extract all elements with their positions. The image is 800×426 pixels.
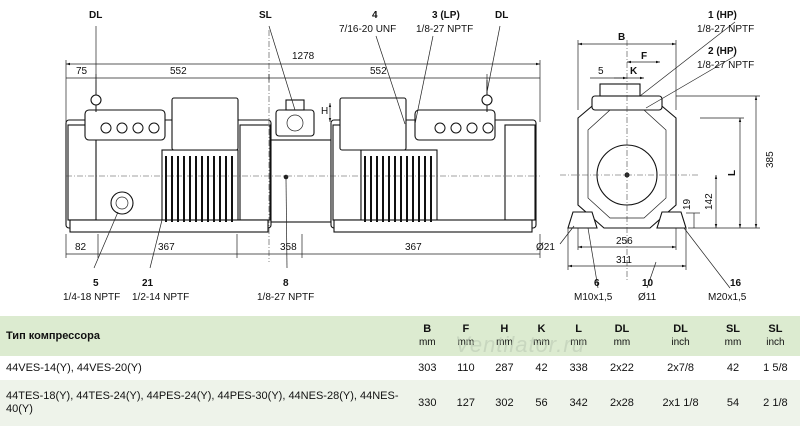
front-view <box>65 30 540 262</box>
table-cell: 2x28 <box>610 396 634 409</box>
callout-5-spec: 1/4-18 NPTF <box>63 292 120 303</box>
callout-4-number: 4 <box>372 10 378 21</box>
dim-367-right: 367 <box>405 242 422 253</box>
dim-367-left: 367 <box>158 242 175 253</box>
table-cell: 342 <box>569 396 588 409</box>
callout-4-spec: 7/16-20 UNF <box>339 24 396 35</box>
head-bolt <box>132 122 144 134</box>
head-bolt <box>466 122 478 134</box>
callout-2-spec: 1/8-27 NPTF <box>697 60 754 71</box>
callout-2-number: 2 (HP) <box>708 46 737 57</box>
head-bolt <box>148 122 160 134</box>
dim-l: L <box>727 170 738 176</box>
callout-10-spec: Ø11 <box>638 292 657 303</box>
table-cell: 42 <box>726 361 740 374</box>
dim-1278: 1278 <box>292 51 315 62</box>
dim-552-right: 552 <box>370 66 387 77</box>
callout-8-spec: 1/8-27 NPTF <box>257 292 314 303</box>
callout-16-number: 16 <box>730 278 742 289</box>
table-cell: 2x1 1/8 <box>662 396 699 409</box>
callout-6-spec: M10x1,5 <box>574 292 613 303</box>
dim-82: 82 <box>75 242 87 253</box>
callout-3-number: 3 (LP) <box>432 10 460 21</box>
callout-sl: SL <box>259 10 272 21</box>
side-dimensions <box>559 21 760 289</box>
side-view <box>560 40 700 280</box>
table-cell: 1 5/8 <box>763 361 788 374</box>
table-row: 44TES-18(Y), 44TES-24(Y), 44PES-24(Y), 4… <box>0 380 800 426</box>
dim-311: 311 <box>616 255 632 266</box>
table-cell: 287 <box>495 361 514 374</box>
head-bolt <box>100 122 112 134</box>
callout-6-number: 6 <box>594 278 600 289</box>
row-name: 44TES-18(Y), 44TES-24(Y), 44PES-24(Y), 4… <box>6 390 399 415</box>
header-compressor-type: Тип компрессора <box>0 316 408 356</box>
head-bolt <box>450 122 462 134</box>
dim-19: 19 <box>682 198 693 210</box>
dim-385: 385 <box>765 151 776 168</box>
callout-3-spec: 1/8-27 NPTF <box>416 24 473 35</box>
table-cell: 330 <box>418 396 437 409</box>
table-cell: 2 1/8 <box>763 396 788 409</box>
head-bolt <box>434 122 446 134</box>
callout-dl-right: DL <box>495 10 508 21</box>
compressor-dimension-drawing: DL SL 4 7/16-20 UNF 3 (LP) 1/8-27 NPTF D… <box>63 10 776 303</box>
dim-256: 256 <box>616 236 633 247</box>
callout-21-spec: 1/2-14 NPTF <box>132 292 189 303</box>
table-cell: 54 <box>726 396 740 409</box>
table-cell: 302 <box>495 396 514 409</box>
dim-diameter-21: Ø21 <box>536 242 555 253</box>
dim-5: 5 <box>598 66 604 77</box>
callout-16-spec: M20x1,5 <box>708 292 747 303</box>
table-cell: 110 <box>457 361 475 374</box>
dim-552-left: 552 <box>170 66 187 77</box>
dim-f: F <box>641 51 647 62</box>
callout-8-number: 8 <box>283 278 289 289</box>
table-cell: 338 <box>569 361 588 374</box>
table-cell: 42 <box>535 361 548 374</box>
callout-1-spec: 1/8-27 NPTF <box>697 24 754 35</box>
bottom-dimensions <box>65 234 541 258</box>
row-name: 44VES-14(Y), 44VES-20(Y) <box>6 361 142 374</box>
callout-10-number: 10 <box>642 278 654 289</box>
table-cell: 127 <box>456 396 476 409</box>
dim-75: 75 <box>76 66 88 77</box>
callout-21-number: 21 <box>142 278 154 289</box>
table-cell: 56 <box>535 396 548 409</box>
table-cell: 2x22 <box>610 361 634 374</box>
dim-358: 358 <box>280 242 297 253</box>
dim-b: B <box>618 32 625 43</box>
leader-lines <box>93 25 501 269</box>
dim-k: K <box>630 66 638 77</box>
dim-142: 142 <box>704 193 715 210</box>
top-dimensions <box>65 60 541 122</box>
table-row: 44VES-14(Y), 44VES-20(Y) 303 110 287 42 … <box>0 356 800 380</box>
callout-5-number: 5 <box>93 278 99 289</box>
table-cell: 303 <box>418 361 437 374</box>
head-bolt <box>116 122 128 134</box>
callout-1-number: 1 (HP) <box>708 10 737 21</box>
callout-dl-left: DL <box>89 10 102 21</box>
head-bolt <box>482 122 494 134</box>
dim-h: H <box>321 106 328 117</box>
table-cell: 2x7/8 <box>667 361 695 374</box>
